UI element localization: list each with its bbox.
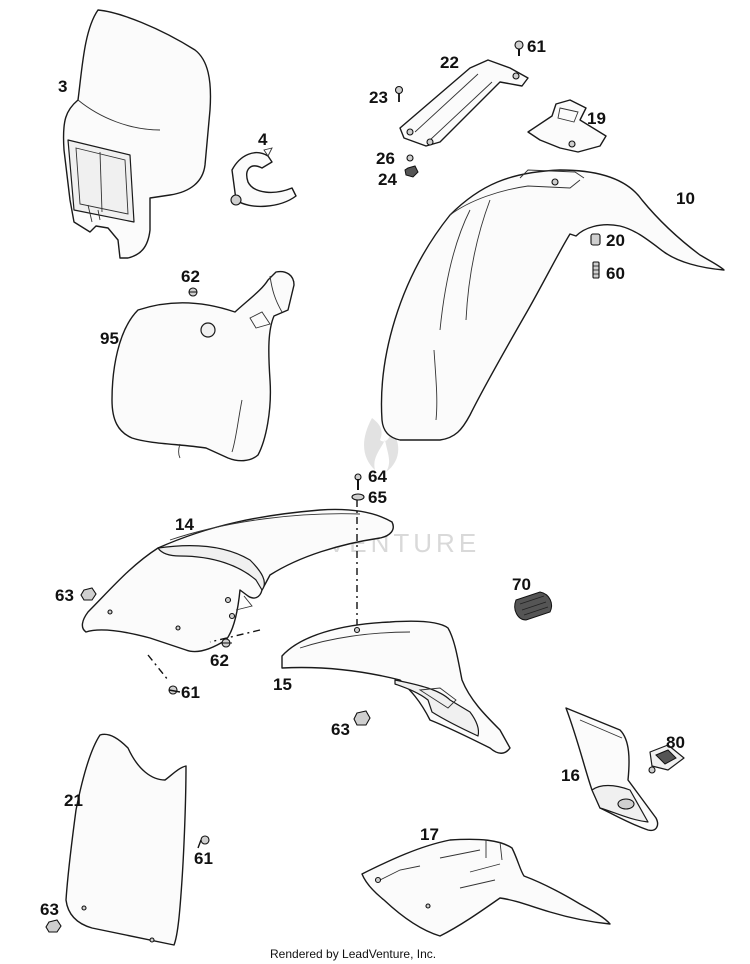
callout-63-mid: 63 — [331, 720, 350, 739]
part-15-rear-mudguard[interactable] — [281, 620, 511, 754]
nut-24-icon — [404, 165, 419, 178]
callout-17: 17 — [420, 825, 439, 844]
part-22-fender-bracket[interactable] — [399, 59, 529, 147]
callout-60: 60 — [606, 264, 625, 283]
callout-70: 70 — [512, 575, 531, 594]
callout-labels: 3 4 22 61 23 19 26 24 10 20 60 62 95 64 … — [40, 37, 695, 919]
callout-61-lower: 61 — [194, 849, 213, 868]
bolt-61-top-icon — [514, 40, 524, 56]
part-21-rear-flap[interactable] — [65, 733, 187, 946]
part-95-number-plate[interactable] — [111, 270, 295, 462]
callout-3: 3 — [58, 77, 67, 96]
callout-22: 22 — [440, 53, 459, 72]
part-14-rear-fender[interactable] — [81, 508, 394, 653]
callout-20: 20 — [606, 231, 625, 250]
callout-15: 15 — [273, 675, 292, 694]
footer-credit: Rendered by LeadVenture, Inc. — [270, 947, 436, 961]
nut-63b-icon — [353, 710, 371, 726]
callout-61: 61 — [527, 37, 546, 56]
part-70-reflector[interactable] — [514, 591, 553, 621]
callout-63-lower: 63 — [40, 900, 59, 919]
washer-26-icon — [406, 154, 414, 162]
callout-63: 63 — [55, 586, 74, 605]
callout-23: 23 — [369, 88, 388, 107]
callout-62-lower: 62 — [210, 651, 229, 670]
spacer-20-icon — [590, 233, 601, 246]
screw-64-icon — [354, 473, 362, 490]
callout-64: 64 — [368, 467, 387, 486]
callout-10: 10 — [676, 189, 695, 208]
screw-62-top-icon — [188, 287, 198, 297]
callout-16: 16 — [561, 766, 580, 785]
bolt-60-icon — [592, 261, 600, 279]
part-80-license-lamp[interactable] — [648, 744, 685, 774]
callout-19: 19 — [587, 109, 606, 128]
callout-62: 62 — [181, 267, 200, 286]
part-17-mud-shield[interactable] — [361, 838, 611, 937]
hardware-fasteners — [45, 40, 601, 933]
nut-63c-icon — [45, 919, 62, 933]
part-16-license-plate-holder[interactable] — [565, 707, 659, 832]
callout-80: 80 — [666, 733, 685, 752]
assembly-leader-lines — [147, 500, 358, 681]
screw-62-mid-icon — [221, 638, 232, 648]
part-4-headlight-clamp[interactable] — [230, 147, 297, 208]
part-10-front-fender[interactable] — [380, 169, 725, 441]
screw-61-mid-icon — [168, 685, 181, 695]
part-19-bracket-plate[interactable] — [527, 99, 607, 153]
nut-63a-icon — [80, 587, 97, 601]
callout-14: 14 — [175, 515, 194, 534]
callout-65: 65 — [368, 488, 387, 507]
screw-61-lower-icon — [197, 835, 210, 849]
callout-4: 4 — [258, 130, 268, 149]
callout-61-mid: 61 — [181, 683, 200, 702]
callout-26: 26 — [376, 149, 395, 168]
screw-23-icon — [394, 85, 404, 102]
washer-65-icon — [351, 493, 365, 501]
callout-95: 95 — [100, 329, 119, 348]
callout-24: 24 — [378, 170, 397, 189]
callout-21: 21 — [64, 791, 83, 810]
part-3-headlight-mask[interactable] — [62, 9, 212, 259]
